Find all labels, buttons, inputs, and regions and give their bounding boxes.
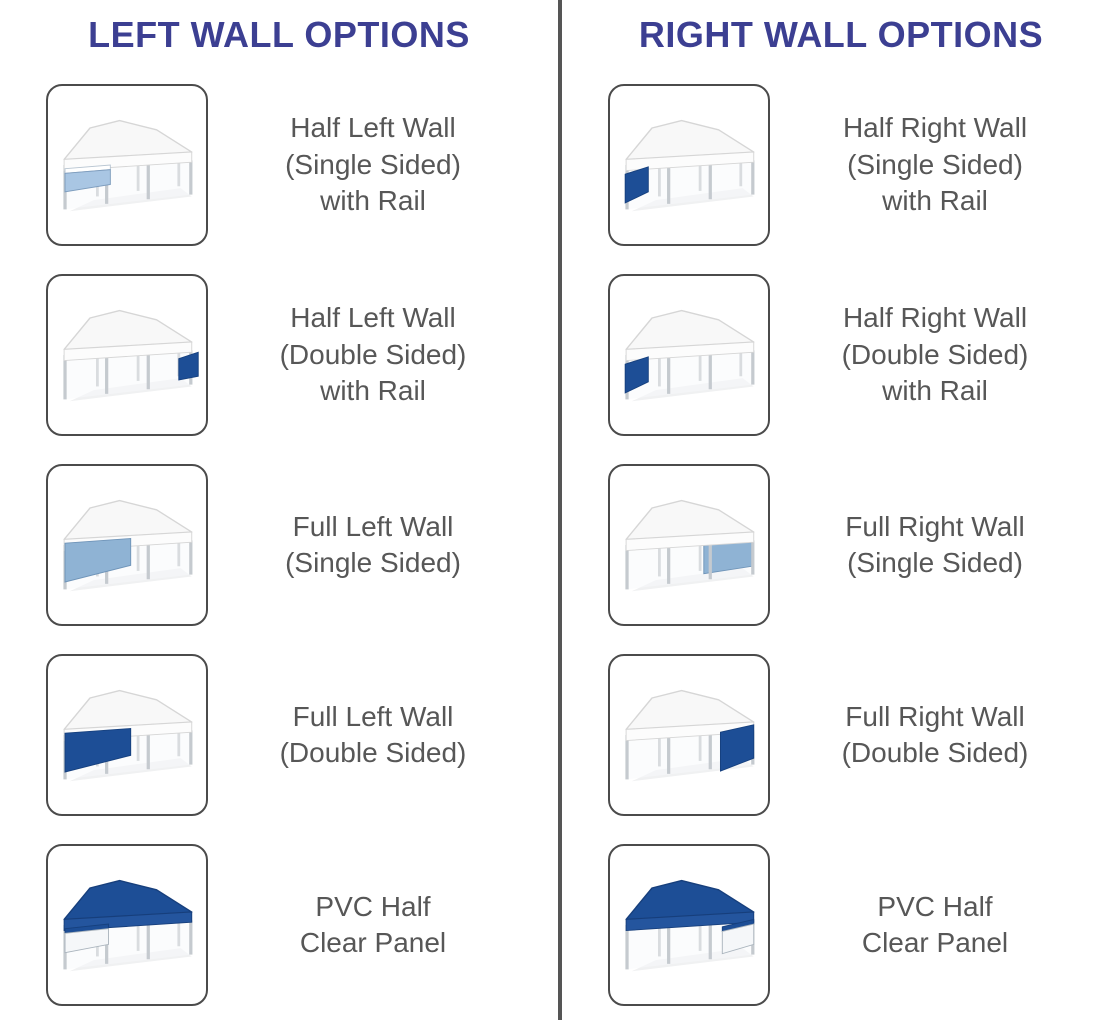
wall-option-row: Half Right Wall (Single Sided) with Rail xyxy=(562,70,1120,260)
right-wall-options-column: RIGHT WALL OPTIONS Half Right Wall (Sing… xyxy=(562,0,1120,1020)
tent-thumbnail xyxy=(608,844,770,1006)
wall-option-row: PVC Half Clear Panel xyxy=(0,830,558,1020)
wall-option-label: Full Right Wall (Double Sided) xyxy=(841,700,1029,768)
wall-option-label: Half Right Wall (Single Sided) with Rail xyxy=(842,112,1028,217)
wall-option-row: Half Left Wall (Double Sided) with Rail xyxy=(0,260,558,450)
wall-option-row: Full Left Wall (Single Sided) xyxy=(0,450,558,640)
tent-pvc-half-clear-right-icon xyxy=(615,851,763,999)
wall-option-row: PVC Half Clear Panel xyxy=(562,830,1120,1020)
tent-half-right-single-rail-icon xyxy=(615,91,763,239)
left-wall-options-list: Half Left Wall (Single Sided) with Rail … xyxy=(0,70,558,1020)
left-wall-options-header: LEFT WALL OPTIONS xyxy=(88,14,470,55)
wall-option-label: Half Left Wall (Single Sided) with Rail xyxy=(285,112,461,217)
wall-option-row: Full Left Wall (Double Sided) xyxy=(0,640,558,830)
wall-option-row: Half Left Wall (Single Sided) with Rail xyxy=(0,70,558,260)
wall-option-label: Half Right Wall (Double Sided) with Rail xyxy=(841,302,1029,407)
wall-option-row: Full Right Wall (Single Sided) xyxy=(562,450,1120,640)
wall-option-label: Full Left Wall (Double Sided) xyxy=(279,700,467,768)
column-divider xyxy=(558,0,562,1020)
wall-option-row: Full Right Wall (Double Sided) xyxy=(562,640,1120,830)
tent-thumbnail xyxy=(46,274,208,436)
right-wall-options-header: RIGHT WALL OPTIONS xyxy=(638,14,1044,55)
wall-option-label: PVC Half Clear Panel xyxy=(299,890,447,958)
tent-thumbnail xyxy=(608,84,770,246)
tent-thumbnail xyxy=(608,464,770,626)
wall-option-row: Half Right Wall (Double Sided) with Rail xyxy=(562,260,1120,450)
tent-half-left-single-rail-icon xyxy=(53,91,201,239)
tent-half-right-double-rail-icon xyxy=(615,281,763,429)
tent-thumbnail xyxy=(46,84,208,246)
tent-full-right-double-icon xyxy=(615,661,763,809)
tent-full-right-single-icon xyxy=(615,471,763,619)
wall-option-label: Full Left Wall (Single Sided) xyxy=(285,510,461,578)
tent-pvc-half-clear-left-icon xyxy=(53,851,201,999)
tent-thumbnail xyxy=(608,274,770,436)
wall-option-label: PVC Half Clear Panel xyxy=(861,890,1009,958)
tent-thumbnail xyxy=(608,654,770,816)
tent-thumbnail xyxy=(46,464,208,626)
wall-option-label: Half Left Wall (Double Sided) with Rail xyxy=(279,302,467,407)
right-wall-options-list: Half Right Wall (Single Sided) with Rail… xyxy=(562,70,1120,1020)
tent-half-left-double-rail-icon xyxy=(53,281,201,429)
tent-thumbnail xyxy=(46,654,208,816)
tent-full-left-single-icon xyxy=(53,471,201,619)
left-wall-options-column: LEFT WALL OPTIONS Half Left Wall (Single… xyxy=(0,0,558,1020)
tent-thumbnail xyxy=(46,844,208,1006)
tent-full-left-double-icon xyxy=(53,661,201,809)
wall-option-label: Full Right Wall (Single Sided) xyxy=(845,510,1025,578)
